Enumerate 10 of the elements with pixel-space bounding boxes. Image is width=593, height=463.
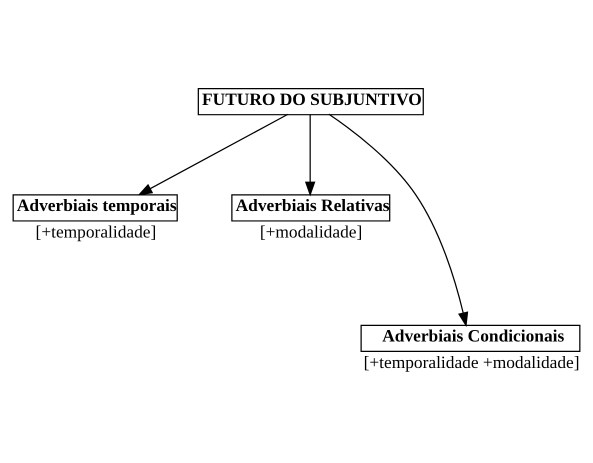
node-label: [+modalidade]	[260, 222, 362, 242]
node-label: [+temporalidade +modalidade]	[364, 352, 580, 372]
arrow	[328, 114, 468, 328]
node-box: Adverbiais temporais	[12, 194, 178, 222]
node-label: [+temporalidade]	[36, 222, 156, 242]
arrow	[138, 114, 288, 196]
node-box: Adverbiais Relativas	[231, 194, 390, 222]
arrow	[304, 114, 316, 197]
node-box: Adverbiais Condicionais	[360, 324, 580, 352]
node-box: FUTURO DO SUBJUNTIVO	[198, 88, 424, 116]
